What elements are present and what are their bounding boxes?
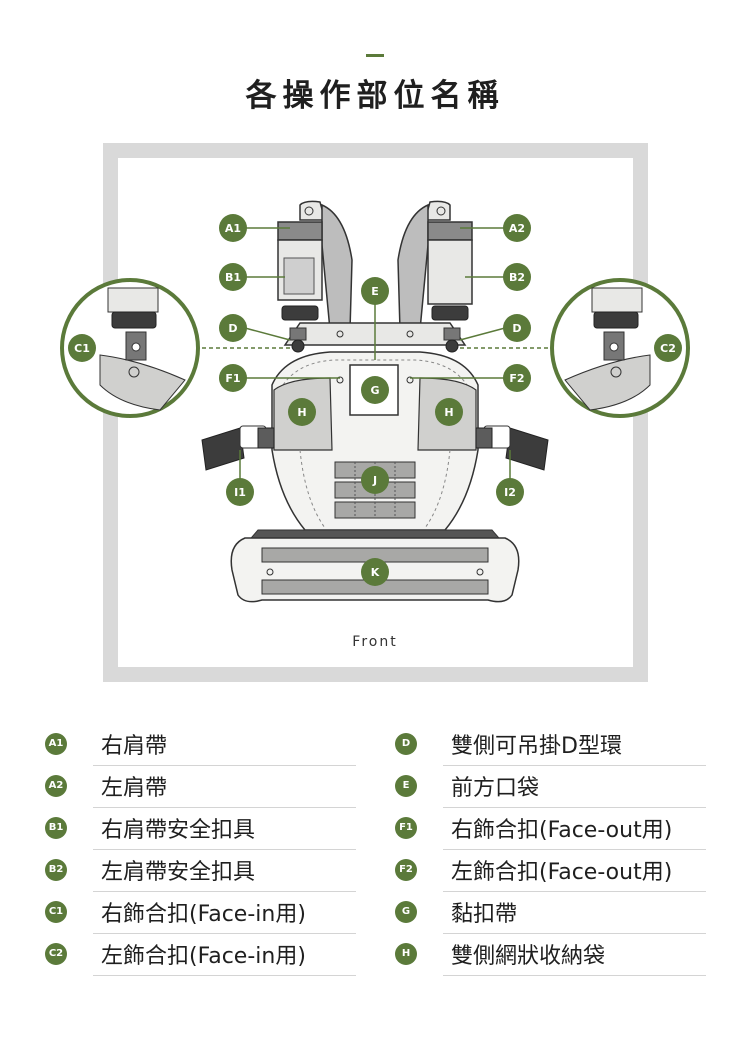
svg-text:B2: B2 [509, 271, 525, 284]
callout-C1: C1 [68, 334, 96, 362]
svg-text:H: H [444, 406, 453, 419]
legend-code-badge: C2 [45, 943, 67, 965]
legend-label: 左肩帶 [101, 776, 168, 801]
legend-code-badge: E [395, 775, 417, 797]
svg-text:C2: C2 [660, 342, 676, 355]
callout-H-left: H [288, 398, 316, 426]
callout-I2: I2 [496, 478, 524, 506]
callout-D-left: D [219, 314, 247, 342]
callout-F2: F2 [503, 364, 531, 392]
svg-text:A1: A1 [225, 222, 241, 235]
legend-label: 雙側網狀收納袋 [451, 944, 606, 969]
svg-text:A2: A2 [509, 222, 525, 235]
callout-F1: F1 [219, 364, 247, 392]
legend-label: 左飾合扣(Face-out用) [451, 860, 673, 885]
legend-code-badge: F1 [395, 817, 417, 839]
callout-B2: B2 [503, 263, 531, 291]
legend-code-badge: B2 [45, 859, 67, 881]
legend-label: 右肩帶安全扣具 [101, 818, 256, 843]
legend-item: D 雙側可吊掛D型環 [395, 725, 706, 766]
legend-label: 右飾合扣(Face-out用) [451, 818, 673, 843]
callout-A1: A1 [219, 214, 247, 242]
svg-text:K: K [371, 566, 380, 579]
callout-B1: B1 [219, 263, 247, 291]
legend-code-badge: B1 [45, 817, 67, 839]
legend-code-badge: A1 [45, 733, 67, 755]
callout-G: G [361, 376, 389, 404]
svg-text:D: D [512, 322, 521, 335]
svg-text:I1: I1 [234, 486, 246, 499]
svg-text:G: G [370, 384, 379, 397]
svg-text:H: H [297, 406, 306, 419]
legend-item: A1 右肩帶 [45, 725, 356, 766]
d-ring-right [443, 327, 461, 353]
callout-H-right: H [435, 398, 463, 426]
side-buckle-left [201, 425, 275, 471]
detail-circle-right [550, 278, 690, 418]
title-accent-dash [366, 54, 384, 57]
legend-code-badge: D [395, 733, 417, 755]
svg-text:C1: C1 [74, 342, 90, 355]
legend-item: H 雙側網狀收納袋 [395, 935, 706, 976]
legend-label: 雙側可吊掛D型環 [451, 734, 622, 759]
legend-item: G 黏扣帶 [395, 893, 706, 934]
callout-D-right: D [503, 314, 531, 342]
legend-label: 前方口袋 [451, 776, 540, 801]
legend-item: A2 左肩帶 [45, 767, 356, 808]
svg-text:F1: F1 [225, 372, 240, 385]
callout-A2: A2 [503, 214, 531, 242]
legend-item: B2 左肩帶安全扣具 [45, 851, 356, 892]
legend-code-badge: G [395, 901, 417, 923]
legend-code-badge: H [395, 943, 417, 965]
legend-label: 左肩帶安全扣具 [101, 860, 256, 885]
svg-text:B1: B1 [225, 271, 241, 284]
callout-I1: I1 [226, 478, 254, 506]
legend-item: C2 左飾合扣(Face-in用) [45, 935, 356, 976]
d-ring-left [289, 327, 307, 353]
legend-item: E 前方口袋 [395, 767, 706, 808]
detail-circle-left [60, 278, 200, 418]
legend-label: 右飾合扣(Face-in用) [101, 902, 306, 927]
legend-label: 黏扣帶 [451, 902, 518, 927]
svg-text:E: E [371, 285, 379, 298]
callout-C2: C2 [654, 334, 682, 362]
svg-text:D: D [228, 322, 237, 335]
diagram-caption: Front [352, 634, 397, 650]
left-shoulder-strap [277, 200, 353, 331]
legend-item: F1 右飾合扣(Face-out用) [395, 809, 706, 850]
legend-code-badge: A2 [45, 775, 67, 797]
side-buckle-right [475, 425, 549, 471]
legend-code-badge: F2 [395, 859, 417, 881]
right-shoulder-strap [397, 200, 473, 331]
legend-label: 右肩帶 [101, 734, 168, 759]
callout-E: E [361, 277, 389, 305]
legend-item: C1 右飾合扣(Face-in用) [45, 893, 356, 934]
legend-code-badge: C1 [45, 901, 67, 923]
leader-lines [239, 227, 511, 480]
callout-K: K [361, 558, 389, 586]
svg-text:I2: I2 [504, 486, 516, 499]
page-title: 各操作部位名稱 [245, 78, 505, 114]
legend-item: F2 左飾合扣(Face-out用) [395, 851, 706, 892]
svg-text:J: J [372, 474, 377, 487]
legend-item: B1 右肩帶安全扣具 [45, 809, 356, 850]
carrier-diagram: A1 B1 D F1 A2 B2 D F2 E G H H I1 I2 J K … [60, 200, 690, 650]
callout-J: J [361, 466, 389, 494]
svg-text:F2: F2 [509, 372, 524, 385]
legend-label: 左飾合扣(Face-in用) [101, 944, 306, 969]
